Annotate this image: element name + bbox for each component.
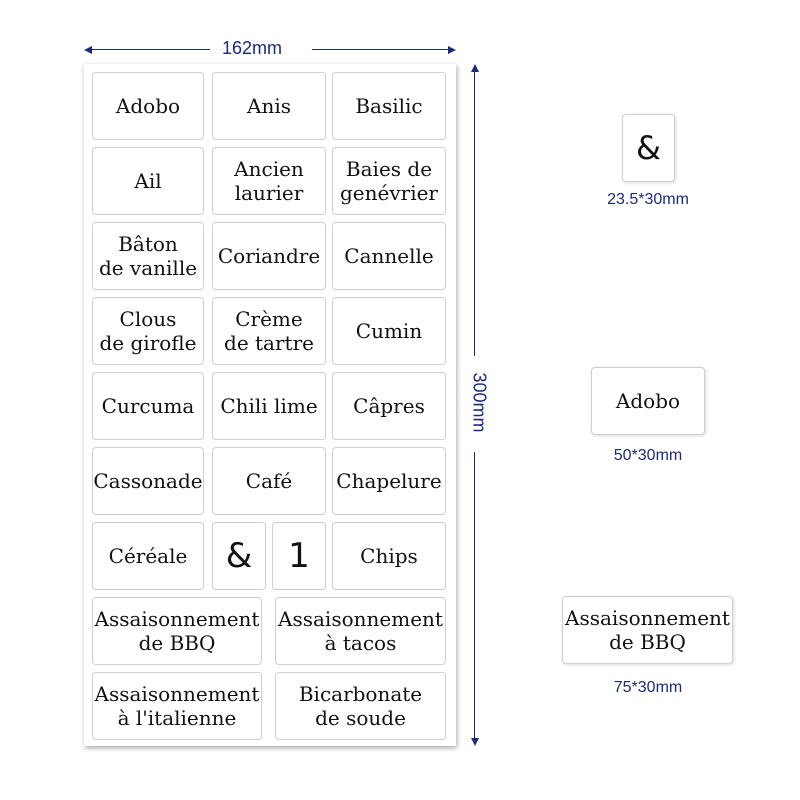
- label-curcuma: Curcuma: [92, 372, 204, 440]
- label-bicarbonate: Bicarbonate de soude: [275, 672, 446, 740]
- label-one: 1: [272, 522, 326, 590]
- label-baton-vanille: Bâton de vanille: [92, 222, 204, 290]
- label-cannelle: Cannelle: [332, 222, 446, 290]
- sample-large-size: 75*30mm: [613, 679, 683, 696]
- height-dimension-line: [474, 66, 475, 356]
- label-cereale: Céréale: [92, 522, 204, 590]
- label-clous-girofle: Clous de girofle: [92, 297, 204, 365]
- label-ail: Ail: [92, 147, 204, 215]
- label-ampersand: &: [212, 522, 266, 590]
- label-cafe: Café: [212, 447, 326, 515]
- arrow-right-icon: [448, 46, 456, 54]
- label-chapelure: Chapelure: [332, 447, 446, 515]
- arrow-left-icon: [84, 46, 92, 54]
- label-anis: Anis: [212, 72, 326, 140]
- height-dimension-line-bottom: [474, 452, 475, 744]
- label-assaisonnement-italienne: Assaisonnement à l'italienne: [92, 672, 262, 740]
- label-creme-tartre: Crème de tartre: [212, 297, 326, 365]
- label-capres: Câpres: [332, 372, 446, 440]
- label-cassonade: Cassonade: [92, 447, 204, 515]
- sample-small-label: &: [622, 114, 675, 182]
- sample-large-label: Assaisonnement de BBQ: [562, 596, 733, 664]
- sample-medium-label: Adobo: [591, 367, 705, 435]
- label-assaisonnement-tacos: Assaisonnement à tacos: [275, 597, 446, 665]
- height-label: 300mm: [469, 372, 490, 433]
- label-chips: Chips: [332, 522, 446, 590]
- label-coriandre: Coriandre: [212, 222, 326, 290]
- sample-medium-size: 50*30mm: [613, 447, 683, 464]
- label-cumin: Cumin: [332, 297, 446, 365]
- label-ancien-laurier: Ancien laurier: [212, 147, 326, 215]
- arrow-up-icon: [471, 64, 479, 72]
- width-dimension-line: [86, 49, 210, 50]
- label-assaisonnement-bbq: Assaisonnement de BBQ: [92, 597, 262, 665]
- label-basilic: Basilic: [332, 72, 446, 140]
- arrow-down-icon: [471, 738, 479, 746]
- label-chili-lime: Chili lime: [212, 372, 326, 440]
- label-adobo: Adobo: [92, 72, 204, 140]
- label-baies-genevrier: Baies de genévrier: [332, 147, 446, 215]
- label-sheet: Adobo Anis Basilic Ail Ancien laurier Ba…: [84, 64, 456, 746]
- sample-small-size: 23.5*30mm: [607, 191, 689, 208]
- width-label: 162mm: [222, 38, 283, 58]
- width-dimension-line-right: [312, 49, 454, 50]
